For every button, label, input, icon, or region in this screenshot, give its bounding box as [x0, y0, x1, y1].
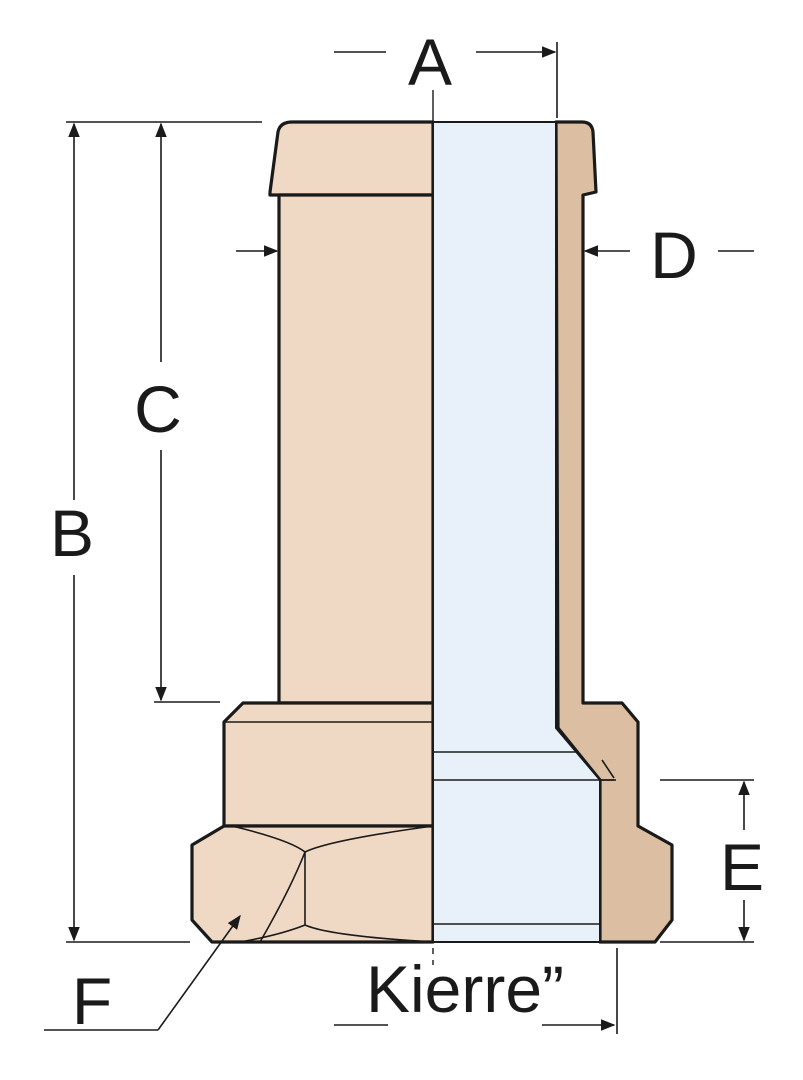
- hex-nut: [190, 824, 435, 944]
- label-e: E: [720, 830, 764, 904]
- label-thread: Kierre”: [366, 952, 564, 1026]
- dimension-e: [660, 779, 754, 943]
- leader-f: [44, 914, 241, 1031]
- label-f: F: [72, 964, 112, 1038]
- fitting-section: [432, 120, 674, 944]
- dimension-b: [66, 121, 262, 943]
- fitting-exterior: [190, 120, 435, 944]
- label-c: C: [134, 372, 182, 446]
- dimension-c: [154, 122, 220, 703]
- hose-barb: [268, 120, 435, 197]
- dimension-thread: [334, 948, 618, 1034]
- label-b: B: [50, 496, 94, 570]
- hose-stem: [277, 193, 435, 705]
- hex-facet-lines: [231, 825, 434, 943]
- section-wall: [554, 120, 674, 944]
- label-d: D: [650, 218, 698, 292]
- dimension-a: [334, 42, 558, 118]
- label-a: A: [408, 25, 452, 99]
